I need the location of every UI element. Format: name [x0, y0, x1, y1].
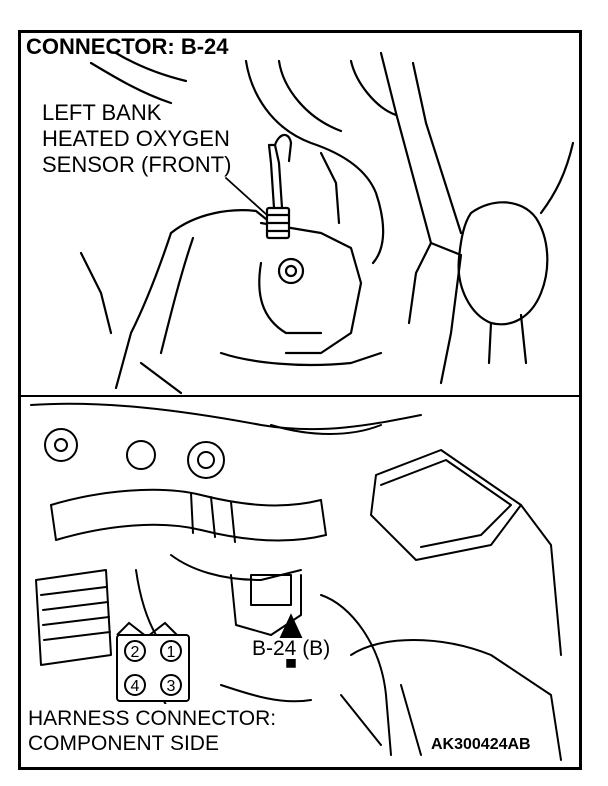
reservoir-tank [457, 201, 549, 326]
pin-2 [124, 640, 146, 662]
air-hose-bottom [55, 523, 327, 542]
connector-title: CONNECTOR: B-24 [26, 34, 229, 59]
sensor-leader-line [225, 177, 268, 216]
air-cleaner [350, 639, 562, 761]
sensor-boss [259, 221, 363, 355]
upper-harness [30, 402, 422, 431]
harness-label-line1: HARNESS CONNECTOR: [28, 707, 277, 730]
pulley [44, 428, 78, 462]
connector-housing [250, 574, 292, 606]
engine-bay-drawing: 2 1 4 3 [30, 402, 562, 761]
pin-1-label: 1 [167, 644, 176, 661]
pin-4 [124, 674, 146, 696]
bolt-hole [277, 257, 305, 285]
harness-label-line2: COMPONENT SIDE [28, 732, 219, 755]
sensor-label-line3: SENSOR (FRONT) [42, 152, 232, 177]
connector-reference: B-24 (B) [250, 637, 333, 660]
harness-label: HARNESS CONNECTOR: COMPONENT SIDE [24, 704, 281, 758]
electronic-module [370, 449, 522, 561]
pin-diagram [116, 621, 190, 702]
pin-2-label: 2 [131, 644, 140, 661]
engine-bay-illustration: 2 1 4 3 [21, 395, 579, 767]
radiator-grill [35, 569, 112, 666]
sensor-label-line2: HEATED OXYGEN [42, 126, 230, 151]
sensor-label: LEFT BANK HEATED OXYGEN SENSOR (FRONT) [42, 100, 231, 178]
heat-shield [169, 209, 273, 235]
upper-pipe-line [89, 61, 173, 105]
sensor-illustration [21, 33, 579, 395]
pin-4-label: 4 [131, 678, 140, 695]
pin-1 [160, 640, 182, 662]
sensor-drawing [79, 51, 575, 395]
air-hose-top [50, 488, 322, 507]
bracket-outline [379, 51, 463, 385]
panel-divider [21, 395, 579, 397]
sensor-label-line1: LEFT BANK [42, 100, 162, 125]
pin-3-label: 3 [167, 678, 176, 695]
filler-cap [187, 441, 225, 479]
figure-code: AK300424AB [428, 736, 534, 754]
pin-3 [160, 674, 182, 696]
manifold-outline [244, 59, 385, 265]
